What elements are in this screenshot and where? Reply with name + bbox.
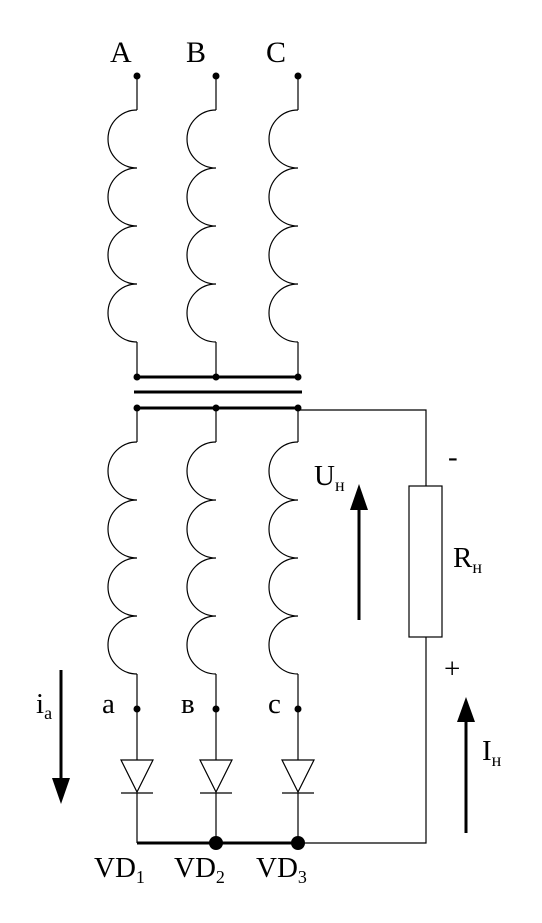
- secondary-label-b: в: [181, 688, 195, 720]
- junction-dot-vd2: [209, 836, 223, 850]
- polarity-minus: -: [448, 441, 458, 473]
- primary-winding-c: [268, 72, 302, 381]
- diode-vd3: [281, 759, 315, 843]
- phase-current-arrow: [52, 670, 70, 804]
- primary-label-a: A: [110, 36, 132, 69]
- secondary-label-c: c: [268, 688, 281, 720]
- voltage-label: Uн: [314, 460, 345, 495]
- secondary-label-a: a: [102, 688, 115, 720]
- load-wire: [298, 409, 427, 844]
- secondary-winding-c: [268, 404, 302, 760]
- polarity-plus: +: [444, 653, 460, 685]
- diode-label-vd2: VD2: [174, 852, 225, 887]
- load-current-arrow: [457, 697, 475, 833]
- primary-label-b: B: [186, 36, 206, 69]
- diode-vd1: [120, 759, 154, 843]
- diode-vd2: [199, 759, 233, 843]
- primary-winding-b: [186, 72, 220, 381]
- load-label: Rн: [453, 542, 482, 577]
- primary-label-c: C: [266, 36, 286, 69]
- diode-label-vd3: VD3: [256, 852, 307, 887]
- secondary-winding-b: [186, 404, 220, 760]
- phase-current-label: ia: [36, 688, 52, 723]
- diode-label-vd1: VD1: [94, 852, 145, 887]
- load-resistor: [408, 485, 443, 638]
- voltage-arrow: [350, 484, 368, 620]
- primary-winding-a: [107, 72, 141, 381]
- secondary-winding-a: [107, 404, 141, 760]
- load-current-label: Iн: [482, 735, 502, 770]
